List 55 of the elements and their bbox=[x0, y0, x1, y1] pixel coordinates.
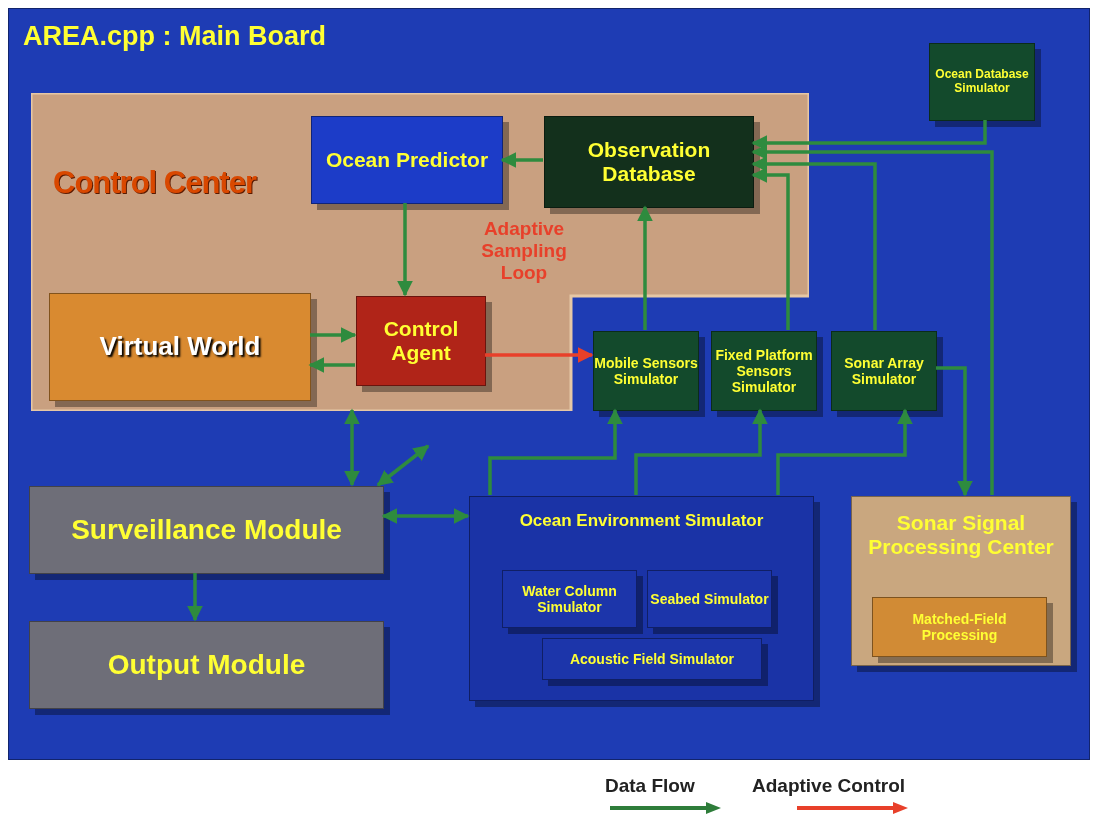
box-label: Mobile Sensors Simulator bbox=[594, 354, 698, 388]
arrow bbox=[308, 357, 355, 373]
box-label: Fixed Platform Sensors Simulator bbox=[714, 346, 814, 396]
box-label: Sonar Array Simulator bbox=[843, 354, 925, 388]
process-box bbox=[647, 570, 772, 628]
process-box bbox=[593, 331, 699, 411]
arrow bbox=[751, 144, 994, 495]
arrow bbox=[187, 573, 203, 622]
arrow bbox=[634, 408, 768, 495]
arrow bbox=[776, 408, 913, 495]
process-box bbox=[929, 43, 1035, 121]
arrow bbox=[751, 156, 877, 330]
arrow bbox=[310, 327, 357, 343]
box-label: Ocean Environment Simulator bbox=[518, 511, 765, 531]
arrow bbox=[485, 347, 594, 363]
arrow bbox=[397, 203, 413, 297]
module-panel bbox=[851, 496, 1071, 666]
box-label: Seabed Simulator bbox=[650, 590, 769, 608]
process-box bbox=[49, 293, 311, 401]
box-label: Control Agent bbox=[382, 316, 460, 366]
loop-label: Adaptive Sampling Loop bbox=[480, 218, 568, 284]
arrow bbox=[500, 152, 543, 168]
box-label: Ocean Database Simulator bbox=[934, 68, 1030, 96]
box-label: Water Column Simulator bbox=[521, 582, 618, 616]
legend-label: Data Flow bbox=[605, 775, 695, 797]
arrow bbox=[488, 408, 623, 495]
arrow bbox=[751, 167, 790, 330]
box-label: Output Module bbox=[107, 648, 306, 682]
process-box bbox=[29, 621, 384, 709]
box-label: Observation Database bbox=[586, 137, 712, 187]
box-label: Virtual World bbox=[99, 332, 261, 362]
box-label: Surveillance Module bbox=[71, 513, 342, 547]
panel-title: Control Center bbox=[53, 165, 256, 201]
process-box bbox=[29, 486, 384, 574]
arrow bbox=[376, 444, 430, 487]
box-label: Ocean Predictor bbox=[325, 147, 489, 173]
process-box bbox=[831, 331, 937, 411]
box-label: Matched-Field Processing bbox=[911, 610, 1008, 644]
module-panel bbox=[469, 496, 814, 701]
process-box bbox=[544, 116, 754, 208]
box-label: Sonar Signal Processing Center bbox=[867, 511, 1055, 560]
process-box bbox=[356, 296, 486, 386]
process-box bbox=[711, 331, 817, 411]
board-title: AREA.cpp : Main Board bbox=[23, 21, 326, 53]
process-box bbox=[872, 597, 1047, 657]
process-box bbox=[502, 570, 637, 628]
process-box bbox=[542, 638, 762, 680]
arrow bbox=[637, 205, 653, 330]
arrow bbox=[381, 508, 470, 524]
main-board-panel bbox=[8, 8, 1090, 760]
arrow bbox=[936, 366, 973, 497]
box-label: Acoustic Field Simulator bbox=[569, 650, 735, 668]
arrow bbox=[344, 408, 360, 487]
legend-label: Adaptive Control bbox=[752, 775, 906, 797]
process-box bbox=[311, 116, 503, 204]
